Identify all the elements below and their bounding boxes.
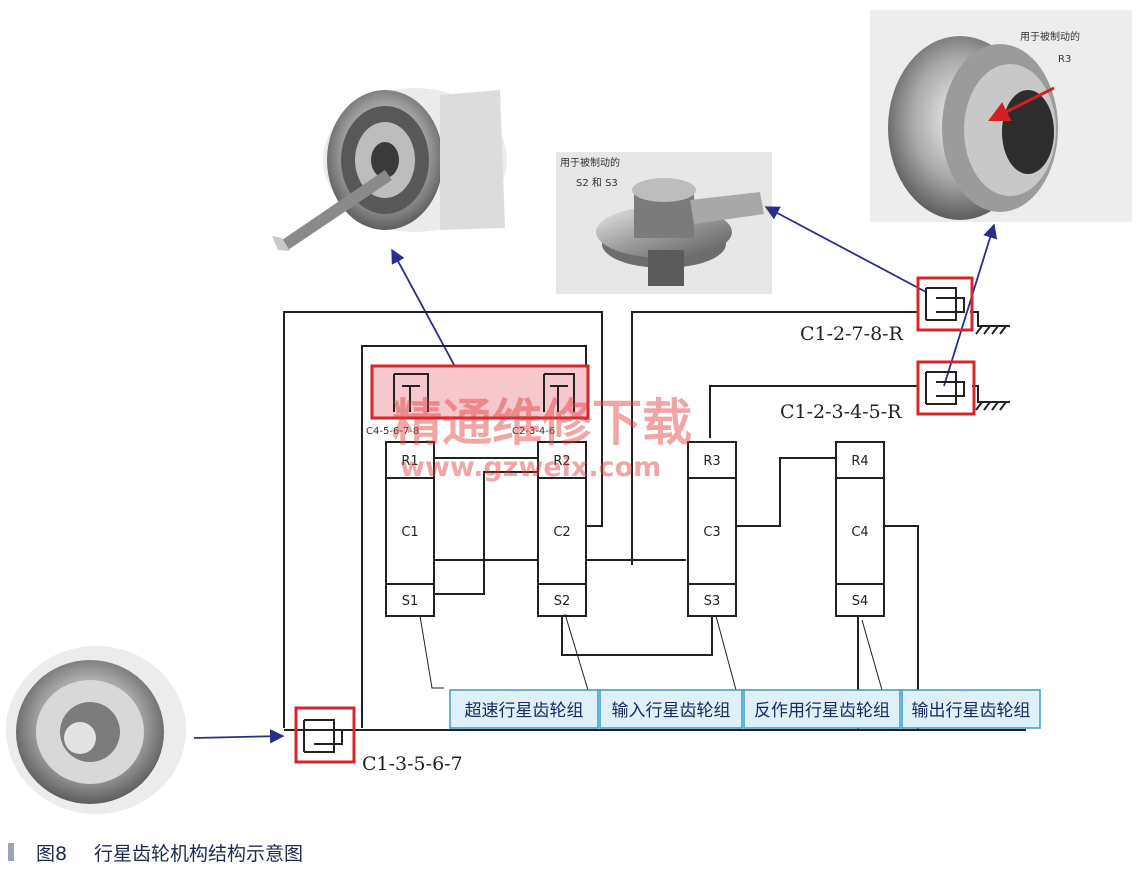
group-label-2: 输入行星齿轮组 [612, 701, 731, 721]
arrow-to-hub [193, 729, 285, 744]
group-label-4: 输出行星齿轮组 [912, 701, 1031, 721]
group-box-2 [599, 689, 743, 729]
clutch-hub-photo [6, 646, 186, 814]
gearset-3-s-box [687, 583, 737, 617]
watermark-main: 精通维修下载 [392, 394, 692, 452]
gearset-1-s-box [385, 583, 435, 617]
gearset-4-r-box [835, 441, 885, 479]
gearset-4-s-box [835, 583, 885, 617]
gearset-2-r-label: R2 [553, 454, 570, 469]
gearset-1-r-label: R1 [401, 454, 418, 469]
group-box-1 [449, 689, 599, 729]
group-leader-lines [419, 613, 902, 691]
gearset-3-c-label: C3 [703, 525, 720, 540]
sun-gear-photo: 用于被制动的 S2 和 S3 [556, 152, 772, 294]
gearset-2-c-label: C2 [553, 525, 570, 540]
brake-label-1: C1-2-7-8-R [800, 323, 904, 345]
gearset-4-c-label: C4 [851, 525, 868, 540]
group-label-1: 超速行星齿轮组 [465, 701, 584, 721]
gearset-3-s-label: S3 [704, 594, 721, 609]
caption-marker [8, 843, 14, 861]
group-labels: 超速行星齿轮组 输入行星齿轮组 反作用行星齿轮组 输出行星齿轮组 [449, 689, 1041, 729]
figure-number: 图8 [36, 843, 67, 865]
watermark-url: www.gzweix.com [400, 452, 661, 483]
brake-c12345r [916, 360, 976, 416]
middle-note-line2: S2 和 S3 [576, 177, 618, 189]
gearset-4-r-label: R4 [851, 454, 868, 469]
gearset-1-c-label: C1 [401, 525, 418, 540]
gearset-3-r-label: R3 [703, 454, 720, 469]
right-note-line1: 用于被制动的 [1020, 30, 1080, 43]
gearset-2-s-label: S2 [554, 594, 571, 609]
gearset-3-c-box [687, 477, 737, 585]
brake-c1278r [916, 276, 974, 332]
schematic-lines [283, 311, 1026, 731]
arrow-to-sungear [764, 206, 927, 293]
gearset-4-s-label: S4 [852, 594, 869, 609]
group-box-4 [901, 689, 1041, 729]
gearset-1-r-box [385, 441, 435, 479]
brake-label-2: C1-2-3-4-5-R [780, 401, 902, 423]
gearset-2-s-box [537, 583, 587, 617]
clutch-group-top: C4-5-6-7-8 C2-3-4-6 [366, 364, 590, 437]
clutch-label-right: C2-3-4-6 [512, 426, 555, 437]
gearset-4-c-box [835, 477, 885, 585]
clutch-drum-photo [272, 88, 507, 251]
middle-note-line1: 用于被制动的 [560, 156, 620, 169]
group-label-3: 反作用行星齿轮组 [754, 701, 890, 721]
right-note-line2: R3 [1058, 54, 1071, 65]
gearset-2-c-box [537, 477, 587, 585]
clutch-label-c13567: C1-3-5-6-7 [362, 753, 463, 775]
clutch-label-left: C4-5-6-7-8 [366, 426, 419, 437]
ring-gear-photo: 用于被制动的 R3 [870, 10, 1132, 222]
group-box-3 [743, 689, 901, 729]
arrow-to-ringgear [943, 223, 998, 387]
clutch-c13567 [294, 706, 356, 764]
figure-title: 行星齿轮机构结构示意图 [94, 843, 303, 865]
gearset-1-s-label: S1 [402, 594, 419, 609]
